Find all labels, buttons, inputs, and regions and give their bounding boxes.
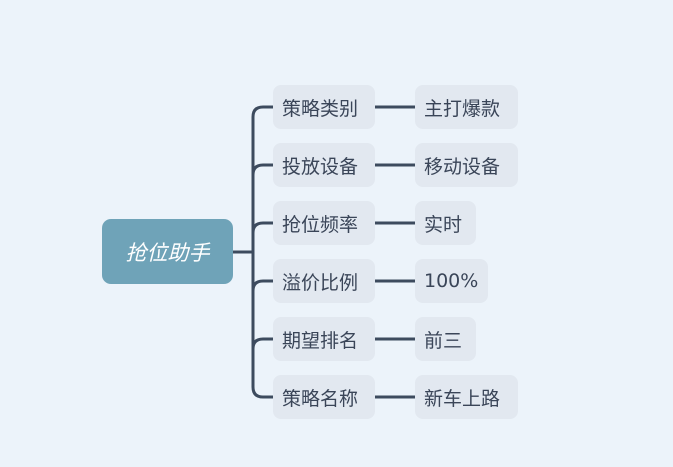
value-label: 主打爆款 bbox=[424, 97, 501, 120]
branch-node[interactable]: 投放设备 bbox=[273, 143, 375, 187]
branch-label: 期望排名 bbox=[282, 329, 359, 352]
branch-node[interactable]: 策略类别 bbox=[273, 85, 375, 129]
value-node[interactable]: 100% bbox=[415, 259, 488, 303]
branch-connector bbox=[251, 337, 273, 350]
branch-node[interactable]: 抢位频率 bbox=[273, 201, 375, 245]
branch-connector bbox=[251, 221, 273, 234]
value-node[interactable]: 移动设备 bbox=[415, 143, 518, 187]
branch-label: 溢价比例 bbox=[282, 271, 359, 294]
branch-node[interactable]: 策略名称 bbox=[273, 375, 375, 419]
branch-node[interactable]: 溢价比例 bbox=[273, 259, 375, 303]
value-label: 新车上路 bbox=[424, 387, 501, 410]
value-node[interactable]: 主打爆款 bbox=[415, 85, 518, 129]
value-label: 前三 bbox=[424, 329, 463, 352]
branch-label: 投放设备 bbox=[282, 155, 359, 178]
branch-connector bbox=[251, 163, 273, 176]
value-label: 实时 bbox=[424, 213, 463, 236]
root-label: 抢位助手 bbox=[125, 240, 210, 265]
branch-label: 抢位频率 bbox=[282, 213, 359, 236]
value-node[interactable]: 前三 bbox=[415, 317, 476, 361]
branch-node[interactable]: 期望排名 bbox=[273, 317, 375, 361]
root-node[interactable]: 抢位助手 bbox=[102, 219, 233, 284]
branch-label: 策略类别 bbox=[282, 97, 359, 120]
trunk-line bbox=[251, 105, 273, 399]
branch-label: 策略名称 bbox=[282, 387, 359, 410]
value-label: 移动设备 bbox=[424, 155, 501, 178]
value-node[interactable]: 新车上路 bbox=[415, 375, 518, 419]
branch-connector bbox=[251, 279, 273, 292]
value-label: 100% bbox=[424, 270, 479, 292]
value-node[interactable]: 实时 bbox=[415, 201, 476, 245]
